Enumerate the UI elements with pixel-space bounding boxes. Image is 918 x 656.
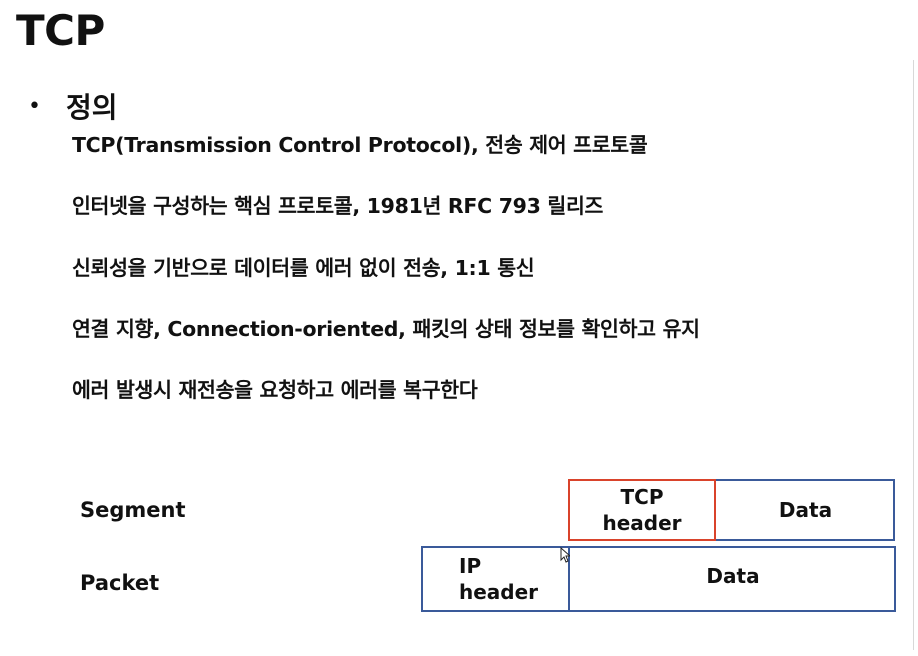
definition-line-3: 신뢰성을 기반으로 데이터를 에러 없이 전송, 1:1 통신	[72, 256, 535, 280]
packet-data-text: Data	[706, 564, 760, 588]
packet-box	[421, 546, 896, 612]
bullet-heading: • 정의	[28, 86, 118, 126]
slide-edge-line	[913, 60, 914, 650]
ip-header-line2: header	[459, 580, 539, 604]
packet-data: Data	[570, 546, 896, 612]
tcp-header-line2: header	[602, 511, 682, 535]
bullet-dot-icon: •	[28, 93, 41, 119]
definition-line-2: 인터넷을 구성하는 핵심 프로토콜, 1981년 RFC 793 릴리즈	[72, 194, 604, 218]
definition-line-4: 연결 지향, Connection-oriented, 패킷의 상태 정보를 확…	[72, 317, 700, 341]
tcp-header-line1: TCP	[620, 485, 664, 509]
ip-header-line1: IP	[459, 554, 482, 578]
definition-line-5: 에러 발생시 재전송을 요청하고 에러를 복구한다	[72, 378, 478, 402]
slide-title: TCP	[16, 6, 105, 55]
bullet-label: 정의	[66, 91, 118, 124]
tcp-header-box: TCP header	[568, 479, 716, 541]
packet-label: Packet	[80, 571, 160, 595]
segment-data: Data	[716, 479, 895, 541]
segment-label: Segment	[80, 498, 186, 522]
definition-line-1: TCP(Transmission Control Protocol), 전송 제…	[72, 133, 648, 157]
segment-data-text: Data	[778, 498, 833, 522]
ip-header-box: IP header	[421, 546, 570, 612]
mouse-cursor-icon	[560, 547, 570, 563]
